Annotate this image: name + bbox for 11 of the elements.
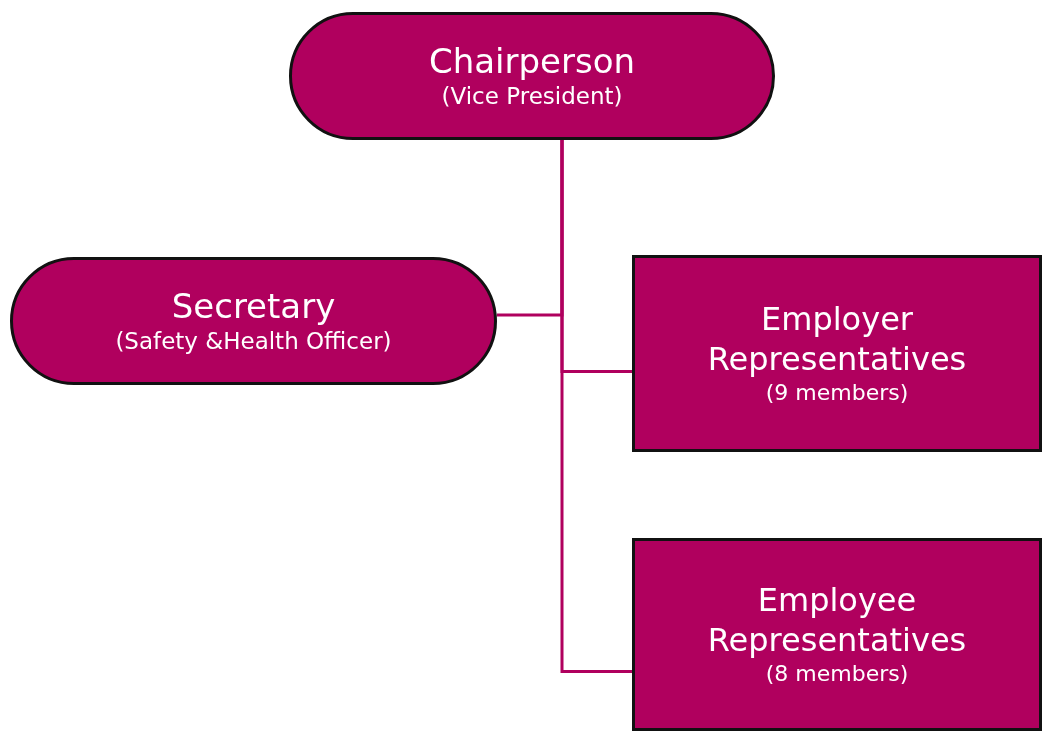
group-box [632, 255, 1042, 452]
role-subtitle: (8 members) [765, 660, 909, 689]
role-subtitle: (Safety &Health Officer) [115, 327, 392, 357]
group-box [632, 538, 1042, 731]
role-title: Employee Representatives [706, 580, 968, 661]
role-subtitle: (9 members) [765, 379, 909, 408]
role-title: Secretary [171, 284, 336, 328]
role-title: Chairperson [428, 39, 636, 83]
role-subtitle: (Vice President) [441, 82, 623, 112]
connector-line [560, 140, 632, 673]
role-title: Employer Representatives [706, 299, 968, 380]
